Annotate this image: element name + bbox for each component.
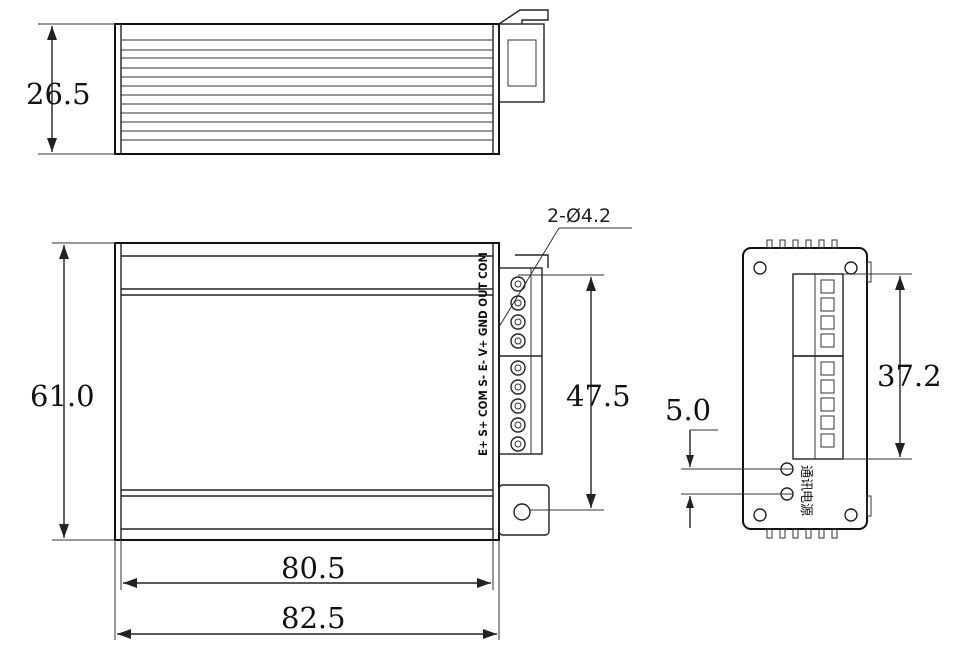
top-view-body bbox=[114, 23, 500, 155]
dim-length-outer: 82.5 bbox=[281, 601, 346, 635]
top-bracket bbox=[498, 9, 549, 25]
dim-width-front: 61.0 bbox=[30, 379, 95, 413]
dim-length-inner: 80.5 bbox=[281, 551, 346, 585]
led-label-2: 电源 bbox=[798, 490, 813, 516]
end-terminals bbox=[792, 273, 844, 460]
mounting-hole bbox=[513, 503, 531, 521]
corner-hole-tr bbox=[844, 261, 858, 275]
top-view: 26.5 bbox=[26, 9, 549, 155]
terminal-labels: E+ S+ COM S- E- V+ GND OUT COM bbox=[476, 252, 490, 456]
dim-led-spacing: 5.0 bbox=[665, 393, 711, 427]
corner-hole-bl bbox=[753, 508, 767, 522]
top-connector bbox=[498, 23, 545, 103]
led-label-1: 通讯 bbox=[798, 465, 813, 491]
end-view: 通讯 电源 37.2 5.0 bbox=[665, 239, 942, 539]
dim-height-side: 26.5 bbox=[26, 77, 91, 111]
corner-hole-tl bbox=[753, 261, 767, 275]
end-view-bottom-fins bbox=[766, 528, 838, 539]
end-view-top-fins bbox=[766, 239, 838, 249]
dim-mount-spacing: 47.5 bbox=[566, 379, 631, 413]
terminal-block: E+ S+ COM S- E- V+ GND OUT COM bbox=[476, 252, 549, 456]
top-view-fins bbox=[121, 39, 493, 141]
front-view: E+ S+ COM S- E- V+ GND OUT COM 2-Ø4.2 61… bbox=[30, 205, 632, 640]
dim-terminal-height: 37.2 bbox=[877, 359, 942, 393]
end-view-body bbox=[742, 247, 868, 530]
corner-hole-br bbox=[844, 508, 858, 522]
hole-note: 2-Ø4.2 bbox=[547, 205, 611, 227]
